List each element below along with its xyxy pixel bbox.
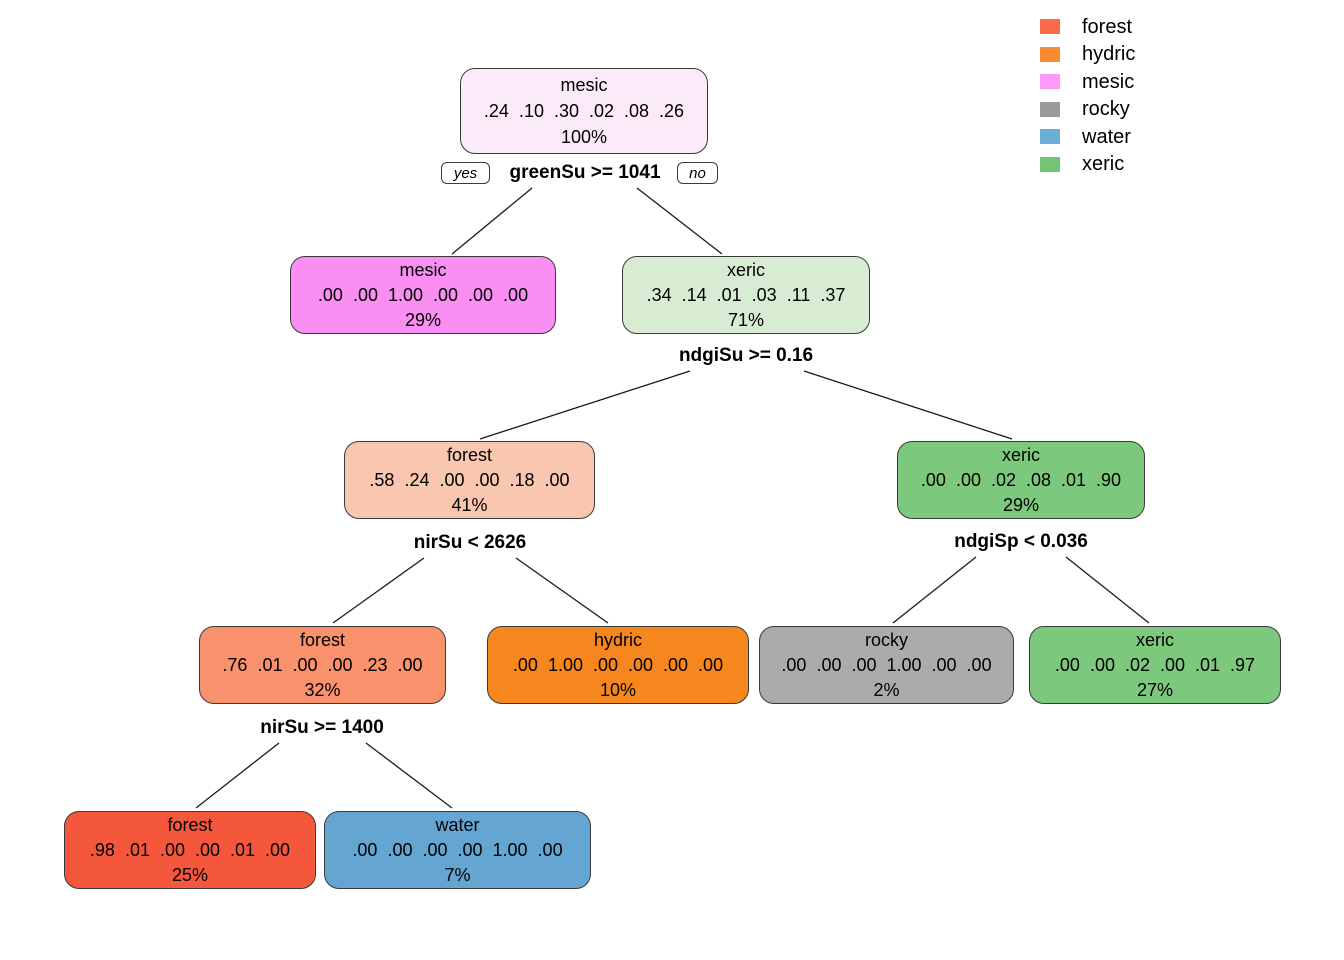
node-internal-forest-32: forest .76 .01 .00 .00 .23 .00 32% xyxy=(199,626,446,704)
node-percent: 32% xyxy=(304,679,341,700)
node-internal-xeric-29: xeric .00 .00 .02 .08 .01 .90 29% xyxy=(897,441,1145,519)
split-label-nirsu-1400: nirSu >= 1400 xyxy=(260,717,384,738)
legend-label: xeric xyxy=(1082,153,1125,176)
legend-item-water: water xyxy=(1040,123,1135,151)
node-probabilities: .98 .01 .00 .00 .01 .00 xyxy=(89,839,291,860)
node-class-label: forest xyxy=(167,814,213,835)
node-class-label: rocky xyxy=(864,629,908,650)
node-percent: 27% xyxy=(1136,679,1174,700)
node-percent: 2% xyxy=(873,679,900,700)
legend-label: rocky xyxy=(1082,98,1130,121)
legend-swatch-water xyxy=(1040,129,1060,145)
yes-badge: yes xyxy=(441,162,490,184)
node-probabilities: .00 1.00 .00 .00 .00 .00 xyxy=(512,654,724,675)
node-leaf-mesic: mesic .00 .00 1.00 .00 .00 .00 29% xyxy=(290,256,556,334)
legend-label: mesic xyxy=(1082,70,1135,93)
legend-item-hydric: hydric xyxy=(1040,41,1135,69)
node-leaf-hydric: hydric .00 1.00 .00 .00 .00 .00 10% xyxy=(487,626,749,704)
node-percent: 29% xyxy=(1002,494,1040,515)
node-leaf-water: water .00 .00 .00 .00 1.00 .00 7% xyxy=(324,811,591,889)
node-internal-forest-41: forest .58 .24 .00 .00 .18 .00 41% xyxy=(344,441,595,519)
split-label-ndgisp: ndgiSp < 0.036 xyxy=(954,531,1088,552)
legend-swatch-rocky xyxy=(1040,101,1060,117)
legend-label: forest xyxy=(1082,15,1133,38)
node-leaf-forest: forest .98 .01 .00 .00 .01 .00 25% xyxy=(64,811,316,889)
legend-item-xeric: xeric xyxy=(1040,151,1135,179)
node-class-label: forest xyxy=(299,629,346,650)
node-percent: 29% xyxy=(404,309,442,330)
legend-swatch-hydric xyxy=(1040,46,1060,62)
node-class-label: water xyxy=(435,814,480,835)
node-leaf-rocky: rocky .00 .00 .00 1.00 .00 .00 2% xyxy=(759,626,1014,704)
node-leaf-xeric: xeric .00 .00 .02 .00 .01 .97 27% xyxy=(1029,626,1281,704)
node-percent: 71% xyxy=(727,309,765,330)
legend: forest hydric mesic rocky water xeric xyxy=(1040,13,1135,178)
node-percent: 25% xyxy=(171,864,209,885)
legend-label: hydric xyxy=(1082,43,1136,66)
legend-swatch-forest xyxy=(1040,19,1060,35)
split-label-greensu: greenSu >= 1041 xyxy=(509,162,661,183)
node-class-label: hydric xyxy=(593,629,642,650)
split-label-ndgisu: ndgiSu >= 0.16 xyxy=(678,345,814,366)
node-percent: 100% xyxy=(560,127,608,147)
legend-swatch-mesic xyxy=(1040,74,1060,90)
node-probabilities: .76 .01 .00 .00 .23 .00 xyxy=(222,654,423,675)
node-probabilities: .00 .00 .00 .00 1.00 .00 xyxy=(352,839,563,860)
legend-item-rocky: rocky xyxy=(1040,96,1135,124)
node-probabilities: .00 .00 .02 .08 .01 .90 xyxy=(920,469,1122,490)
legend-label: water xyxy=(1082,125,1131,148)
legend-swatch-xeric xyxy=(1040,156,1060,172)
node-internal-xeric-71: xeric .34 .14 .01 .03 .11 .37 71% xyxy=(622,256,870,334)
node-percent: 7% xyxy=(444,864,471,885)
split-label-nirsu-2626: nirSu < 2626 xyxy=(413,532,527,553)
node-class-label: xeric xyxy=(726,259,765,280)
node-percent: 10% xyxy=(599,679,637,700)
node-probabilities: .00 .00 1.00 .00 .00 .00 xyxy=(317,284,529,305)
node-class-label: forest xyxy=(446,444,493,465)
node-class-label: xeric xyxy=(1001,444,1040,465)
node-root-mesic: mesic .24 .10 .30 .02 .08 .26 100% xyxy=(460,68,708,154)
node-percent: 41% xyxy=(451,494,488,515)
legend-item-forest: forest xyxy=(1040,13,1135,41)
node-class-label: xeric xyxy=(1135,629,1174,650)
node-probabilities: .00 .00 .00 1.00 .00 .00 xyxy=(781,654,992,675)
node-class-label: mesic xyxy=(399,259,447,280)
node-probabilities: .34 .14 .01 .03 .11 .37 xyxy=(646,284,846,305)
no-badge: no xyxy=(677,162,718,184)
node-probabilities: .58 .24 .00 .00 .18 .00 xyxy=(369,469,570,490)
legend-item-mesic: mesic xyxy=(1040,68,1135,96)
node-class-label: mesic xyxy=(560,75,608,95)
node-probabilities: .24 .10 .30 .02 .08 .26 xyxy=(483,101,685,121)
node-probabilities: .00 .00 .02 .00 .01 .97 xyxy=(1054,654,1256,675)
